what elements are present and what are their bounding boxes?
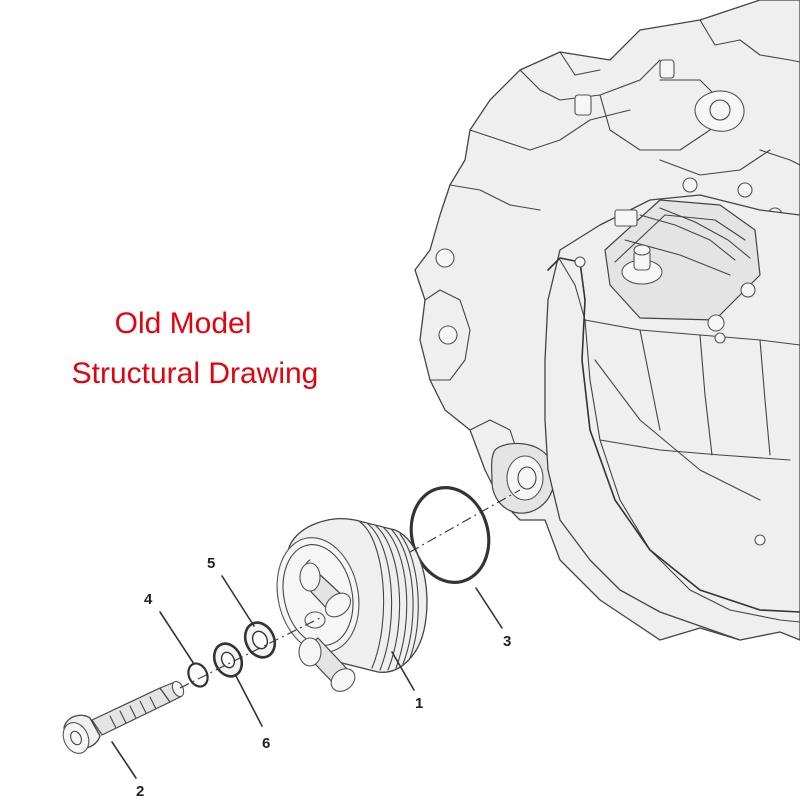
washer-part-5: [243, 621, 277, 659]
callout-5: 5: [207, 555, 215, 572]
washer-part-6: [212, 642, 244, 678]
control-module: [604, 199, 761, 332]
hollow-bolt-part-2: [62, 680, 185, 754]
assembly-axis-lines: [179, 489, 521, 689]
callout-4: 4: [144, 591, 153, 608]
callout-3: 3: [503, 633, 511, 650]
oil-cooler-part-1: [276, 518, 428, 692]
seal-ring-part-4: [187, 662, 209, 688]
o-ring-part-3: [409, 486, 491, 584]
oil-pan: [544, 194, 800, 641]
leader-lines: [111, 575, 503, 779]
callout-6: 6: [262, 735, 270, 752]
caption-line-2: Structural Drawing: [71, 357, 319, 390]
callout-2: 2: [136, 783, 144, 800]
callout-1: 1: [415, 695, 423, 712]
caption-line-1: Old Model: [114, 307, 252, 340]
